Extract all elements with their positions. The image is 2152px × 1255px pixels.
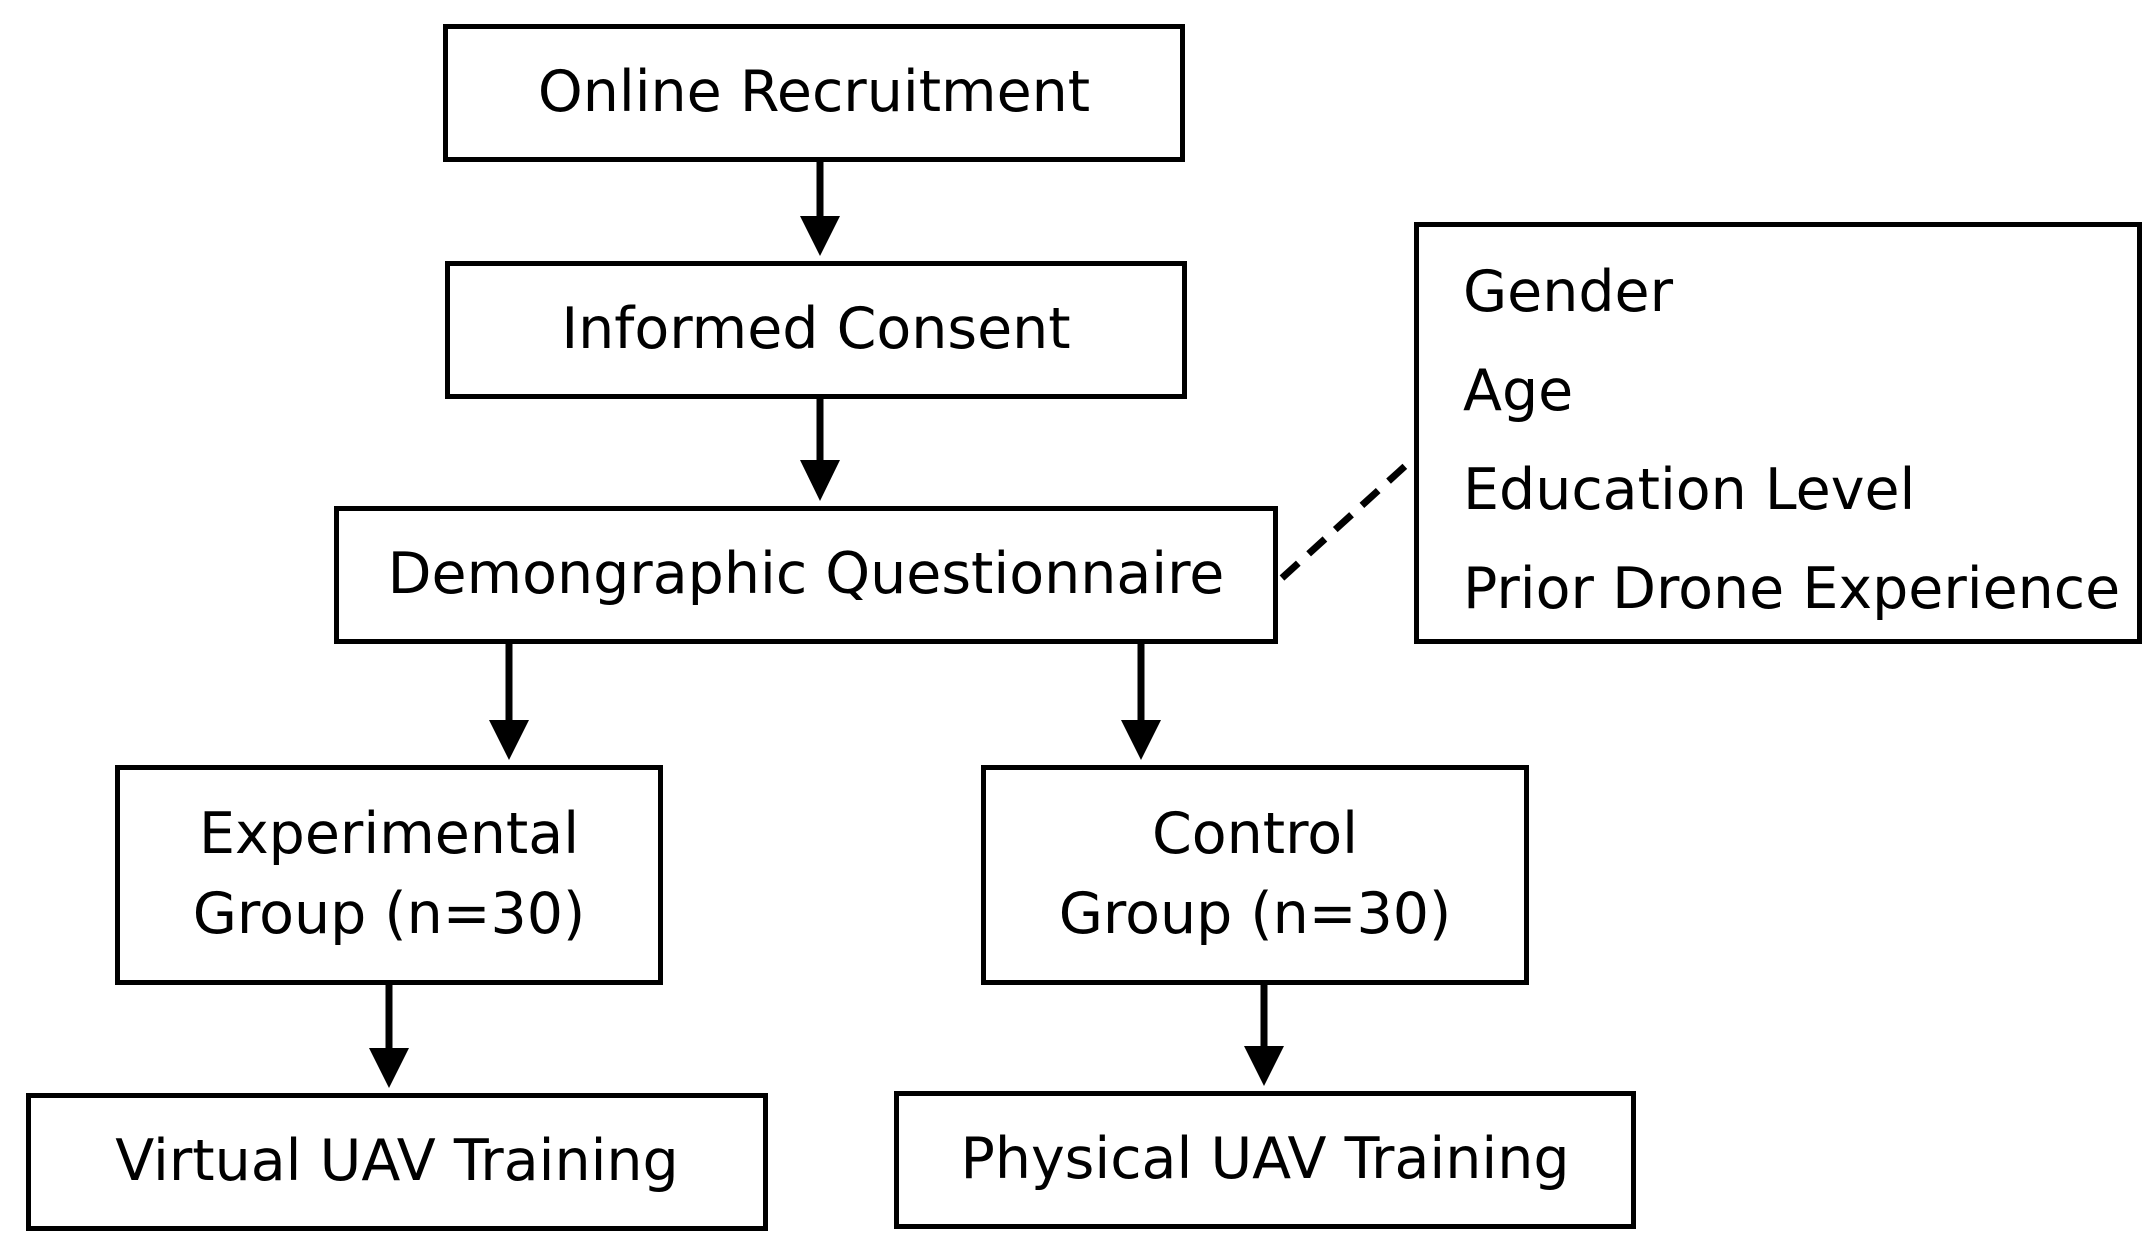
- control-group-label-line1: Control: [1151, 801, 1359, 868]
- dashed-connector-questionnaire-items: [1279, 455, 1417, 581]
- demographic-questionnaire-label: Demongraphic Questionnaire: [387, 541, 1225, 608]
- item-prior-drone-experience: Prior Drone Experience: [1463, 556, 2121, 622]
- demographic-questionnaire-box: Demongraphic Questionnaire: [334, 506, 1278, 644]
- online-recruitment-label: Online Recruitment: [537, 59, 1091, 126]
- arrowhead-experimental: [489, 720, 529, 760]
- virtual-uav-training-label: Virtual UAV Training: [115, 1128, 679, 1195]
- virtual-uav-training-box: Virtual UAV Training: [26, 1093, 768, 1231]
- experimental-group-label-line1: Experimental: [198, 801, 580, 868]
- physical-uav-training-box: Physical UAV Training: [894, 1091, 1636, 1229]
- online-recruitment-box: Online Recruitment: [443, 24, 1185, 162]
- item-gender: Gender: [1463, 259, 1674, 325]
- informed-consent-box: Informed Consent: [445, 261, 1187, 399]
- arrowhead-virtual: [369, 1048, 409, 1088]
- control-group-box: Control Group (n=30): [981, 765, 1529, 985]
- item-age: Age: [1463, 358, 1574, 424]
- arrowhead-control: [1121, 720, 1161, 760]
- experimental-group-box: Experimental Group (n=30): [115, 765, 663, 985]
- arrowhead-questionnaire: [800, 460, 840, 501]
- arrowhead-consent: [800, 216, 840, 256]
- arrowhead-physical: [1244, 1046, 1284, 1086]
- questionnaire-items-box: Gender Age Education Level Prior Drone E…: [1414, 222, 2142, 644]
- control-group-label-line2: Group (n=30): [1058, 881, 1452, 947]
- experimental-group-label-line2: Group (n=30): [192, 881, 586, 947]
- physical-uav-training-label: Physical UAV Training: [960, 1126, 1570, 1193]
- item-education-level: Education Level: [1463, 457, 1916, 523]
- informed-consent-label: Informed Consent: [561, 296, 1071, 363]
